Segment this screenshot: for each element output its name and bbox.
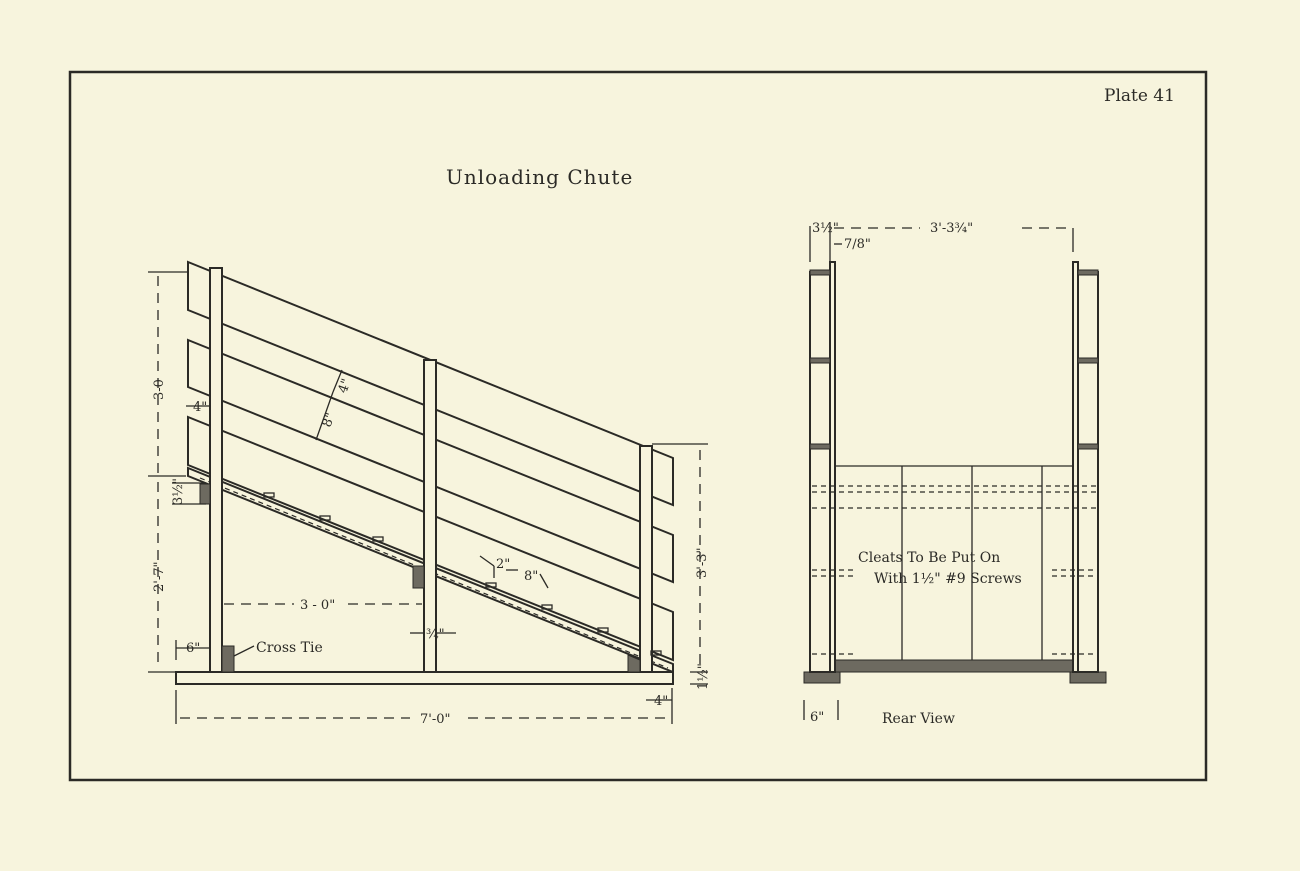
- dim-overhang-right: 4": [654, 694, 668, 709]
- dim-floor-gap: ¾": [426, 627, 445, 642]
- rear-wall-right-outer: [1077, 271, 1099, 673]
- plate-number: Plate 41: [1104, 86, 1175, 106]
- floor-cleats: [263, 492, 662, 656]
- dim-lower-height: 2'-7": [152, 562, 167, 593]
- cleat-note-line2: With 1½" #9 Screws: [874, 571, 1022, 587]
- plate-frame: [68, 70, 1208, 782]
- rear-view: 3'-3¾" 3½" 7/8" Cleats To Be Put On With…: [803, 221, 1107, 727]
- dim-post-height: 3-0: [152, 379, 167, 400]
- rear-wall-left-outer: [809, 271, 831, 673]
- rear-wall-left-inner: [829, 261, 836, 673]
- dim-upper-post-drop: 3½": [171, 478, 186, 505]
- rear-floor: [831, 659, 1077, 673]
- cross-tie-label: Cross Tie: [256, 640, 323, 656]
- rear-wall-right-inner: [1072, 261, 1079, 673]
- floor-block-middle: [412, 565, 425, 589]
- base-sill: [175, 671, 674, 685]
- dim-cleat-size: 2": [496, 557, 510, 572]
- dim-inner-width: 3'-3¾": [930, 221, 973, 236]
- post-middle: [423, 359, 437, 673]
- dim-board-gap: 4": [336, 377, 355, 396]
- rear-base-left: [803, 671, 841, 684]
- dim-rear-base-width: 6": [810, 710, 824, 725]
- dim-rear-board-thickness: 3½": [812, 221, 839, 236]
- dim-end-height: 3'-3": [695, 548, 710, 579]
- floor-block-left: [199, 483, 211, 505]
- dim-overhang-left: 6": [186, 641, 200, 656]
- side-view: 3-0 2'-7" 4" 3½" 8" 4" 3 - 0" ¾" 2" 8": [148, 260, 711, 727]
- post-left: [209, 267, 223, 673]
- rear-view-label: Rear View: [882, 711, 955, 727]
- dim-base-thickness: 1½": [696, 663, 711, 690]
- rear-base-right: [1069, 671, 1107, 684]
- dim-rail-offset: 4": [193, 400, 207, 415]
- cross-tie-block: [221, 645, 235, 673]
- dim-board-width: 8": [320, 411, 339, 430]
- dim-total-length: 7'-0": [420, 712, 451, 727]
- dim-cleat-spacing: 8": [524, 569, 538, 584]
- cleat-note-line1: Cleats To Be Put On: [858, 550, 1000, 566]
- floor-block-right: [627, 654, 641, 673]
- drawing-title: Unloading Chute: [446, 165, 633, 189]
- post-right: [639, 445, 653, 673]
- dim-post-spacing: 3 - 0": [300, 598, 335, 613]
- dim-cleat-thickness: 7/8": [844, 237, 871, 252]
